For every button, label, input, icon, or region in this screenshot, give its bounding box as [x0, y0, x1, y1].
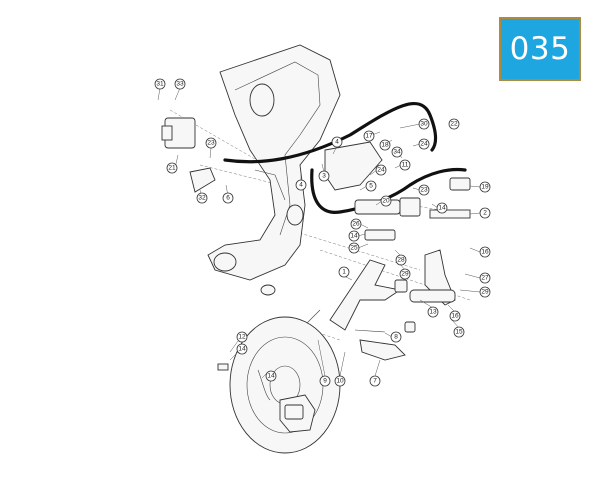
svg-text:23: 23 — [420, 187, 428, 194]
callout-18: 18 — [379, 139, 393, 151]
callout-28: 28 — [394, 249, 407, 266]
callout-29a: 29 — [399, 263, 411, 280]
diagram-number-badge: 035 — [499, 17, 581, 81]
svg-text:4: 4 — [299, 182, 303, 189]
svg-text:28: 28 — [397, 257, 405, 264]
callout-6: 6 — [222, 184, 234, 204]
callout-16b: 16 — [447, 304, 461, 322]
callout-balloons: 31 33 22 30 17 18 34 24 11 24 23 23 21 3… — [154, 78, 491, 387]
callout-23b: 23 — [412, 184, 430, 196]
callout-12: 12 — [229, 331, 248, 353]
svg-text:5: 5 — [369, 183, 373, 190]
svg-text:14: 14 — [438, 205, 446, 212]
callout-8: 8 — [384, 331, 402, 343]
svg-text:16: 16 — [481, 249, 489, 256]
callout-17: 17 — [363, 130, 381, 142]
callout-33: 33 — [174, 78, 186, 101]
callout-4b: 4 — [331, 136, 343, 155]
svg-text:16: 16 — [451, 313, 459, 320]
callout-16a: 16 — [469, 246, 491, 258]
svg-text:30: 30 — [420, 121, 428, 128]
callout-14a: 14 — [431, 202, 448, 214]
svg-text:20: 20 — [382, 198, 390, 205]
callout-20: 20 — [375, 195, 392, 207]
svg-text:27: 27 — [481, 275, 489, 282]
svg-text:4: 4 — [335, 139, 339, 146]
svg-text:6: 6 — [226, 195, 230, 202]
svg-text:21: 21 — [168, 165, 176, 172]
callout-14b: 14 — [348, 230, 366, 242]
svg-text:19: 19 — [481, 184, 489, 191]
svg-text:12: 12 — [238, 334, 246, 341]
callout-27: 27 — [464, 272, 491, 284]
callout-19: 19 — [469, 181, 491, 193]
callout-23: 23 — [205, 137, 217, 159]
svg-text:33: 33 — [176, 81, 184, 88]
svg-text:14: 14 — [350, 233, 358, 240]
callout-21: 21 — [166, 154, 179, 174]
callout-13: 13 — [419, 299, 439, 318]
callout-9: 9 — [317, 339, 331, 387]
svg-text:24: 24 — [420, 141, 428, 148]
svg-text:26: 26 — [352, 221, 360, 228]
svg-text:25: 25 — [350, 245, 358, 252]
callout-11: 11 — [394, 159, 411, 171]
svg-text:17: 17 — [365, 133, 373, 140]
svg-text:29: 29 — [481, 289, 489, 296]
svg-text:9: 9 — [323, 378, 327, 385]
callout-29b: 29 — [459, 286, 491, 298]
callout-10: 10 — [334, 351, 346, 387]
svg-text:22: 22 — [450, 121, 458, 128]
svg-text:13: 13 — [429, 309, 437, 316]
svg-text:11: 11 — [402, 162, 409, 169]
svg-text:14: 14 — [267, 373, 275, 380]
svg-text:18: 18 — [381, 142, 389, 149]
svg-text:29: 29 — [401, 271, 409, 278]
callout-34: 34 — [391, 146, 403, 159]
svg-text:31: 31 — [156, 81, 164, 88]
callout-1: 1 — [338, 266, 353, 281]
callout-5: 5 — [359, 180, 377, 192]
svg-text:7: 7 — [373, 378, 377, 385]
callout-3: 3 — [318, 163, 330, 182]
callout-15: 15 — [451, 319, 465, 338]
svg-text:32: 32 — [198, 195, 206, 202]
callout-24b: 24 — [369, 164, 387, 176]
callout-32: 32 — [196, 189, 208, 204]
svg-text:15: 15 — [455, 329, 463, 336]
frame-bracket — [207, 44, 341, 296]
svg-text:8: 8 — [394, 334, 398, 341]
svg-text:1: 1 — [342, 269, 346, 276]
svg-text:10: 10 — [336, 378, 344, 385]
lever-assembly — [299, 249, 456, 361]
callout-31: 31 — [154, 78, 166, 101]
callout-2: 2 — [469, 207, 491, 219]
callout-7: 7 — [369, 359, 381, 387]
callout-25: 25 — [348, 242, 369, 254]
svg-text:34: 34 — [393, 149, 401, 156]
svg-text:14: 14 — [238, 346, 246, 353]
svg-text:24: 24 — [377, 167, 385, 174]
callout-24: 24 — [412, 138, 430, 150]
brake-disc — [217, 316, 341, 454]
svg-text:2: 2 — [483, 210, 487, 217]
callout-14d: 14 — [261, 370, 277, 382]
callout-4: 4 — [295, 173, 307, 191]
callout-14c: 14 — [229, 343, 248, 361]
callout-30: 30 — [399, 118, 430, 130]
callout-26: 26 — [350, 218, 369, 230]
svg-text:23: 23 — [207, 140, 215, 147]
diagram-number: 035 — [509, 31, 571, 67]
callout-22: 22 — [448, 118, 460, 130]
svg-text:3: 3 — [322, 173, 326, 180]
